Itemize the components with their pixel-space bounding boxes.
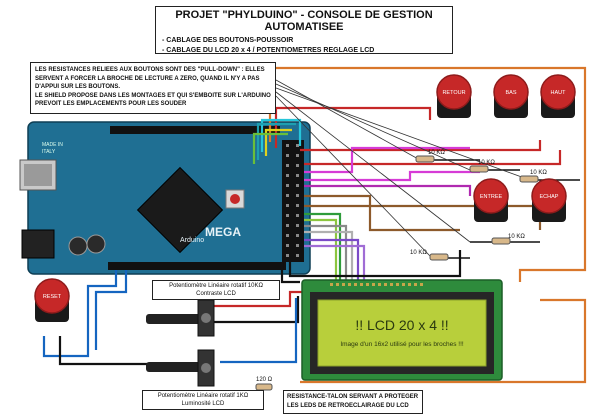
pot2-label: Potentiomètre Linéaire rotatif 1KΩ Lumin…	[142, 390, 264, 410]
potentiometer-luminosity[interactable]	[146, 349, 215, 387]
button-retour[interactable]: RETOUR	[436, 74, 472, 118]
callout-line2: LES LEDS DE RETROECLAIRAGE DU LCD	[287, 402, 409, 409]
page-title: PROJET "PHYLDUINO" - CONSOLE DE GESTION …	[175, 9, 433, 33]
potentiometers	[146, 299, 215, 387]
button-retour-label: RETOUR	[442, 90, 465, 96]
pot1-label: Potentiomètre Linéaire rotatif 10KΩ Cont…	[152, 280, 280, 300]
pot1-line2: Contraste LCD	[196, 291, 236, 297]
button-haut-label: HAUT	[551, 90, 567, 96]
button-echap[interactable]: ECHAP	[531, 178, 567, 222]
button-entree-label: ENTREE	[480, 194, 503, 200]
italy-label: ITALY	[42, 149, 56, 155]
note-text2: LE SHIELD PROPOSE DANS LES MONTAGES ET Q…	[35, 92, 271, 108]
arduino-mega-board: MADE IN ITALY Arduino MEGA	[19, 121, 311, 275]
title-line1: - CABLAGE DES BOUTONS-POUSSOIR	[162, 37, 294, 44]
button-haut[interactable]: HAUT	[540, 74, 576, 118]
lcd-line1: !! LCD 20 x 4 !!	[355, 317, 448, 333]
pot1-line1: Potentiomètre Linéaire rotatif 10KΩ	[169, 283, 263, 289]
mega-logo: MEGA	[205, 225, 241, 239]
resistor-r6-label: 120 Ω	[256, 377, 273, 383]
resistor-r1-label: 10 KΩ	[428, 150, 445, 156]
resistor-r4-label: 10 KΩ	[508, 234, 525, 240]
pot2-line2: Luminosité LCD	[181, 401, 225, 407]
resistor-r5-label: 10 KΩ	[410, 250, 427, 256]
button-bas[interactable]: BAS	[493, 74, 529, 118]
resistor-callout: RESISTANCE-TALON SERVANT A PROTEGER LES …	[283, 390, 423, 414]
button-bas-label: BAS	[505, 90, 516, 96]
resistors: 10 KΩ 10 KΩ 10 KΩ 10 KΩ 10 KΩ 120 Ω	[255, 150, 547, 391]
note-pointer-lines	[275, 79, 531, 257]
note-text1: LES RESISTANCES RELIEES AUX BOUTONS SONT…	[35, 67, 265, 90]
push-buttons: RETOUR BAS HAUT ENTREE ECHAP RESET	[34, 74, 576, 322]
potentiometer-contrast[interactable]	[146, 299, 215, 337]
resistor-r3-label: 10 KΩ	[530, 170, 547, 176]
note-box: LES RESISTANCES RELIEES AUX BOUTONS SONT…	[30, 62, 276, 114]
pot2-line1: Potentiomètre Linéaire rotatif 1KΩ	[157, 393, 249, 399]
title-box: PROJET "PHYLDUINO" - CONSOLE DE GESTION …	[155, 6, 453, 54]
lcd-line2: Image d'un 16x2 utilisé pour les broches…	[340, 341, 464, 348]
lcd-module: !! LCD 20 x 4 !! Image d'un 16x2 utilisé…	[301, 279, 503, 381]
button-echap-label: ECHAP	[540, 194, 559, 200]
button-entree[interactable]: ENTREE	[473, 178, 509, 222]
made-in-label: MADE IN	[42, 142, 63, 148]
button-reset-label: RESET	[43, 294, 62, 300]
arduino-brand: Arduino	[180, 237, 204, 244]
callout-line1: RESISTANCE-TALON SERVANT A PROTEGER	[287, 394, 419, 400]
title-line2: - CABLAGE DU LCD 20 x 4 / POTENTIOMETRES…	[162, 47, 375, 54]
resistor-r2-label: 10 KΩ	[478, 160, 495, 166]
button-reset[interactable]: RESET	[34, 278, 70, 322]
